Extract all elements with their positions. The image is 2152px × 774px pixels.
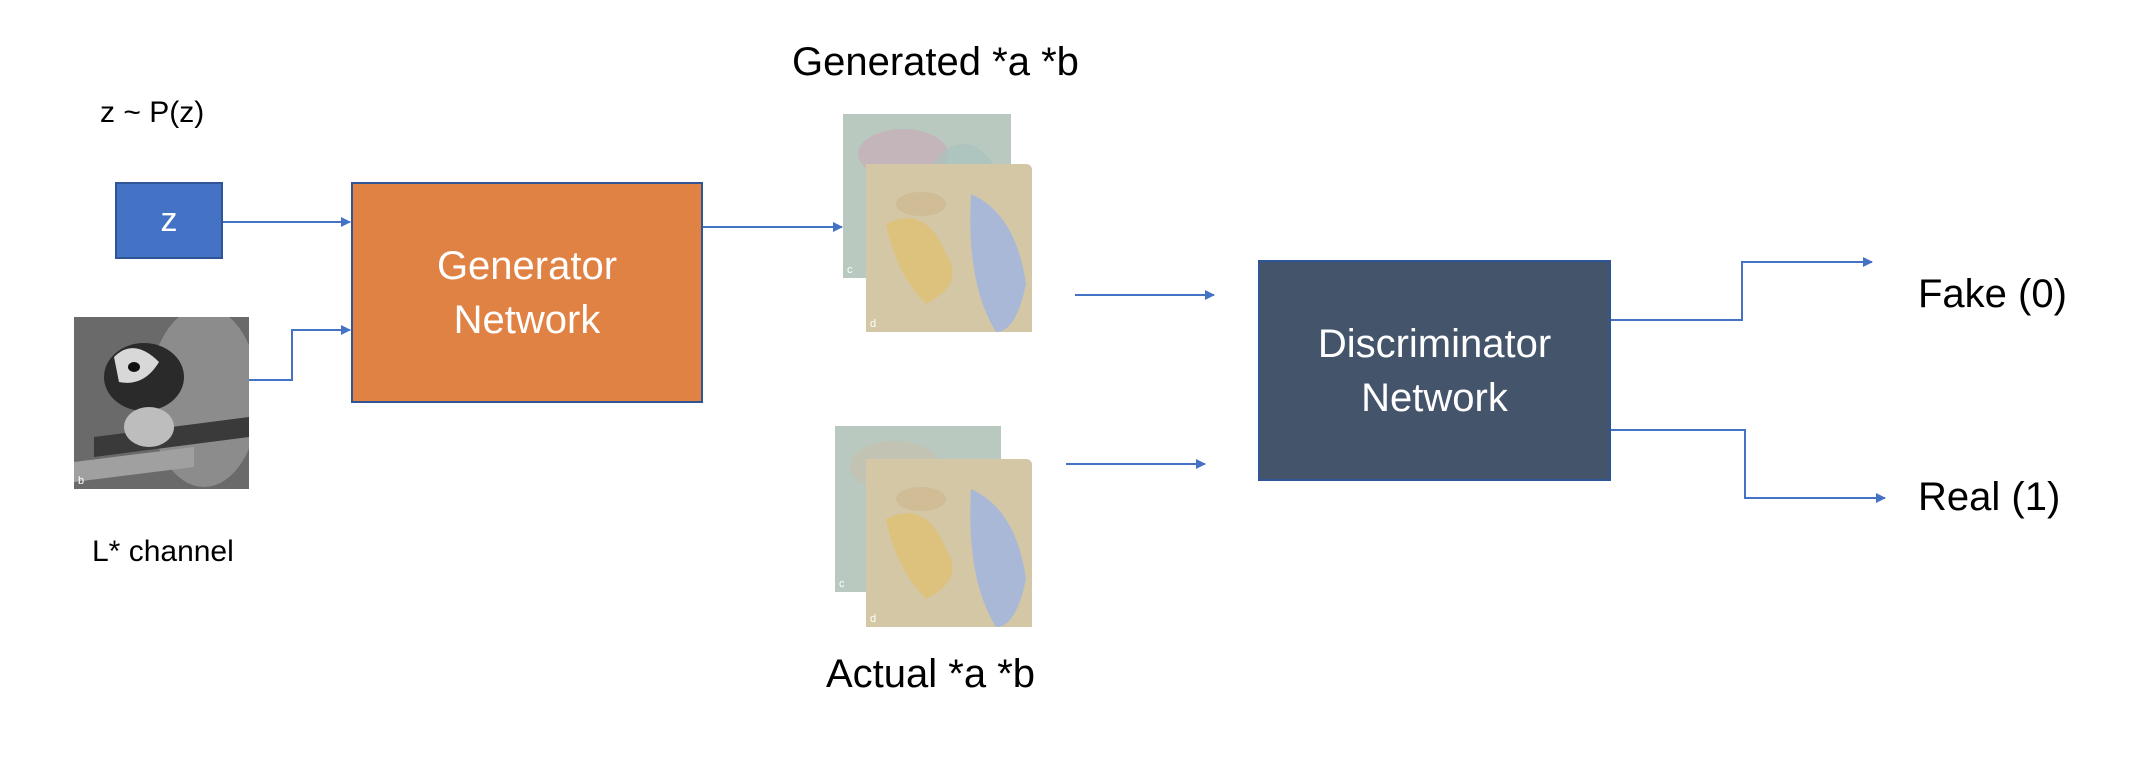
real-output-label: Real (1)	[1918, 475, 2061, 519]
generator-network-label: Generator Network	[436, 243, 618, 342]
bw-corner-tag: b	[78, 475, 85, 487]
lchannel-to-generator-arrow	[240, 325, 351, 381]
z-input-label: z	[160, 200, 178, 239]
discriminator-to-fake-arrow	[1610, 257, 1873, 321]
generator-network-box: Generator Network	[351, 182, 703, 403]
discriminator-network-label: Discriminator Network	[1317, 321, 1552, 420]
lchannel-label: L* channel	[92, 535, 234, 568]
parrot-grayscale-picture	[74, 317, 249, 489]
actual-back-corner-tag: c	[839, 578, 845, 590]
z-distribution-label: z ~ P(z)	[100, 96, 205, 129]
actual-ab-front-image: d	[866, 459, 1032, 627]
actual-ab-label: Actual *a *b	[826, 652, 1036, 696]
generated-back-corner-tag: c	[847, 264, 853, 276]
discriminator-to-real-arrow	[1610, 429, 1886, 503]
actual-front-picture	[866, 459, 1032, 627]
discriminator-network-box: Discriminator Network	[1258, 260, 1611, 481]
generated-front-picture	[866, 164, 1032, 332]
generated-ab-front-image: d	[866, 164, 1032, 332]
z-input-box: z	[115, 182, 223, 259]
fake-output-label: Fake (0)	[1918, 272, 2067, 316]
generated-ab-label: Generated *a *b	[792, 40, 1079, 84]
lchannel-image: b	[74, 317, 249, 489]
actual-front-corner-tag: d	[870, 613, 877, 625]
generated-front-corner-tag: d	[870, 318, 877, 330]
